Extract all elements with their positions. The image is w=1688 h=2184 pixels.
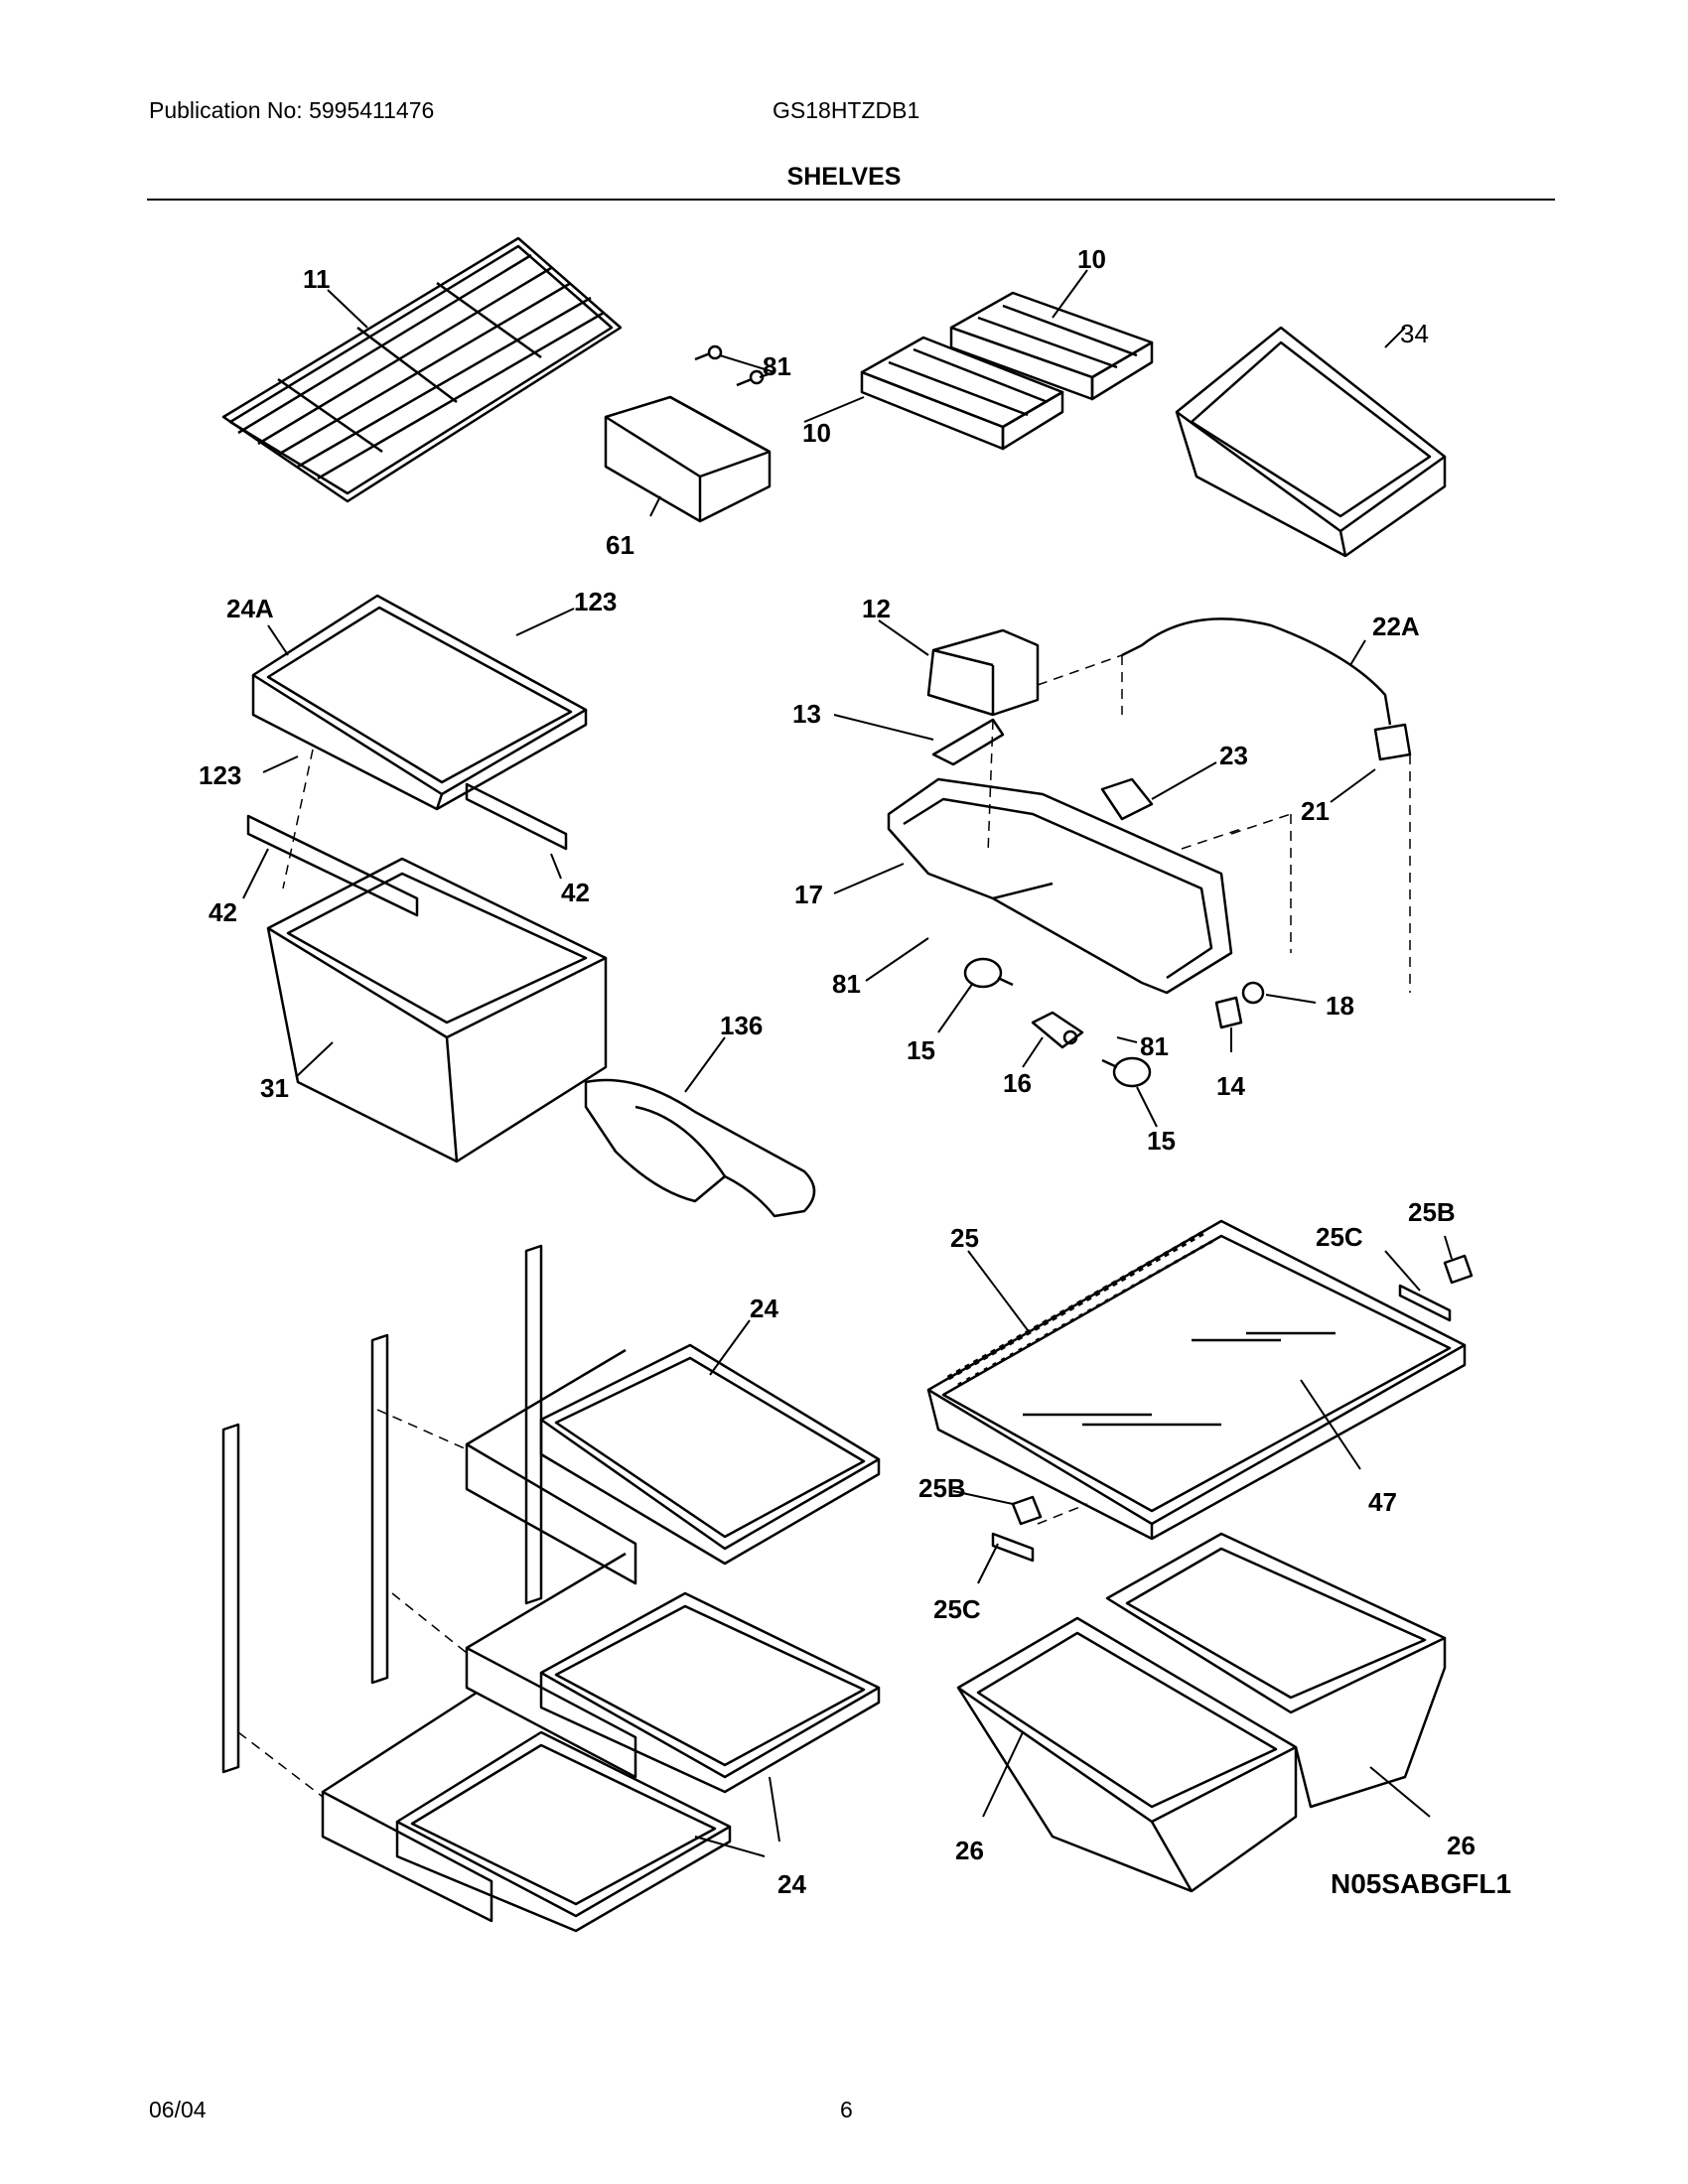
callout-12: 12 [862, 594, 891, 623]
callout-15-right: 15 [1147, 1126, 1176, 1156]
callout-42-left: 42 [209, 897, 237, 927]
callout-13: 13 [792, 699, 821, 729]
callout-18: 18 [1326, 991, 1354, 1021]
callout-61: 61 [606, 530, 634, 560]
callout-136: 136 [720, 1011, 763, 1040]
callout-22A: 22A [1372, 612, 1420, 641]
callout-10-upper: 10 [1077, 244, 1106, 274]
callout-123-upper: 123 [574, 587, 617, 616]
callout-23: 23 [1219, 741, 1248, 770]
callout-24A: 24A [226, 594, 274, 623]
part-23 [1100, 777, 1154, 821]
callout-26-right: 26 [1447, 1831, 1476, 1860]
shelf-rail-42-right [465, 782, 568, 851]
callout-47: 47 [1368, 1487, 1397, 1517]
crisper-drawer-31 [266, 857, 608, 1163]
clip-25B-lower [1011, 1495, 1043, 1526]
callout-24-lower: 24 [777, 1869, 806, 1899]
clip-25C-lower [991, 1532, 1035, 1563]
glass-shelf-24A [251, 594, 588, 811]
model-number: GS18HTZDB1 [773, 97, 920, 123]
shelf-rail-42-left [246, 814, 419, 917]
assembly-dashed-lines [237, 654, 1411, 1798]
part-13 [931, 718, 1005, 766]
callout-81-lower: 81 [1140, 1031, 1169, 1061]
shelf-standard-right [524, 1244, 543, 1605]
drawer-26-left [956, 1616, 1298, 1893]
callout-24-upper: 24 [750, 1294, 778, 1323]
clip-25B-upper [1443, 1254, 1474, 1285]
ice-tray-10-lower [860, 336, 1064, 451]
callout-21: 21 [1301, 796, 1330, 826]
hinge-cover-136 [584, 1078, 816, 1218]
callout-81-upper: 81 [763, 351, 791, 381]
clip-25C-upper [1398, 1284, 1452, 1322]
light-housing-17 [887, 777, 1233, 995]
wire-shelf-11 [221, 236, 623, 503]
callout-123-lower: 123 [199, 760, 241, 790]
callout-14: 14 [1216, 1071, 1245, 1101]
callout-81-middle: 81 [832, 969, 861, 999]
light-bulb-15-right [1101, 1056, 1152, 1088]
diagram-code: N05SABGFL1 [1331, 1868, 1512, 1899]
wire-harness-22A [1121, 617, 1392, 726]
cantilever-shelf-24-top [465, 1343, 881, 1585]
part-12 [926, 628, 1040, 717]
callout-10-lower: 10 [802, 418, 831, 448]
callout-25C-upper: 25C [1316, 1222, 1363, 1252]
callout-34: 34 [1400, 319, 1429, 348]
callout-11: 11 [303, 264, 331, 294]
callout-25C-lower: 25C [933, 1594, 981, 1624]
page-number: 6 [840, 2097, 853, 2122]
callout-16: 16 [1003, 1068, 1032, 1098]
callout-25B-lower: 25B [918, 1473, 966, 1503]
bracket-61 [604, 395, 772, 523]
callout-42-right: 42 [561, 878, 590, 907]
leader-lines [242, 269, 1453, 1857]
storage-bin-34 [1175, 326, 1447, 558]
publication-number: Publication No: 5995411476 [149, 97, 435, 123]
socket-16 [1031, 1011, 1084, 1049]
glass-shelf-25 [926, 1219, 1467, 1541]
callout-25B-upper: 25B [1408, 1197, 1456, 1227]
shelf-standard-left [221, 1423, 240, 1774]
shelf-standard-middle [370, 1333, 389, 1685]
part-14 [1214, 996, 1243, 1029]
part-18 [1241, 981, 1265, 1005]
callout-31: 31 [260, 1073, 289, 1103]
ice-tray-10-upper [949, 291, 1154, 401]
callout-25: 25 [950, 1223, 979, 1253]
callout-15-left: 15 [907, 1035, 935, 1065]
header-rule [147, 199, 1555, 201]
switch-21 [1373, 723, 1412, 761]
cantilever-shelf-24-bottom [321, 1691, 732, 1933]
callout-26-left: 26 [955, 1836, 984, 1865]
light-bulb-15-left [963, 957, 1014, 989]
cantilever-shelf-24-middle [465, 1552, 881, 1794]
drawer-26-right [1105, 1532, 1447, 1809]
section-title: SHELVES [786, 163, 902, 191]
callout-17: 17 [794, 880, 823, 909]
footer-date: 06/04 [149, 2097, 207, 2122]
